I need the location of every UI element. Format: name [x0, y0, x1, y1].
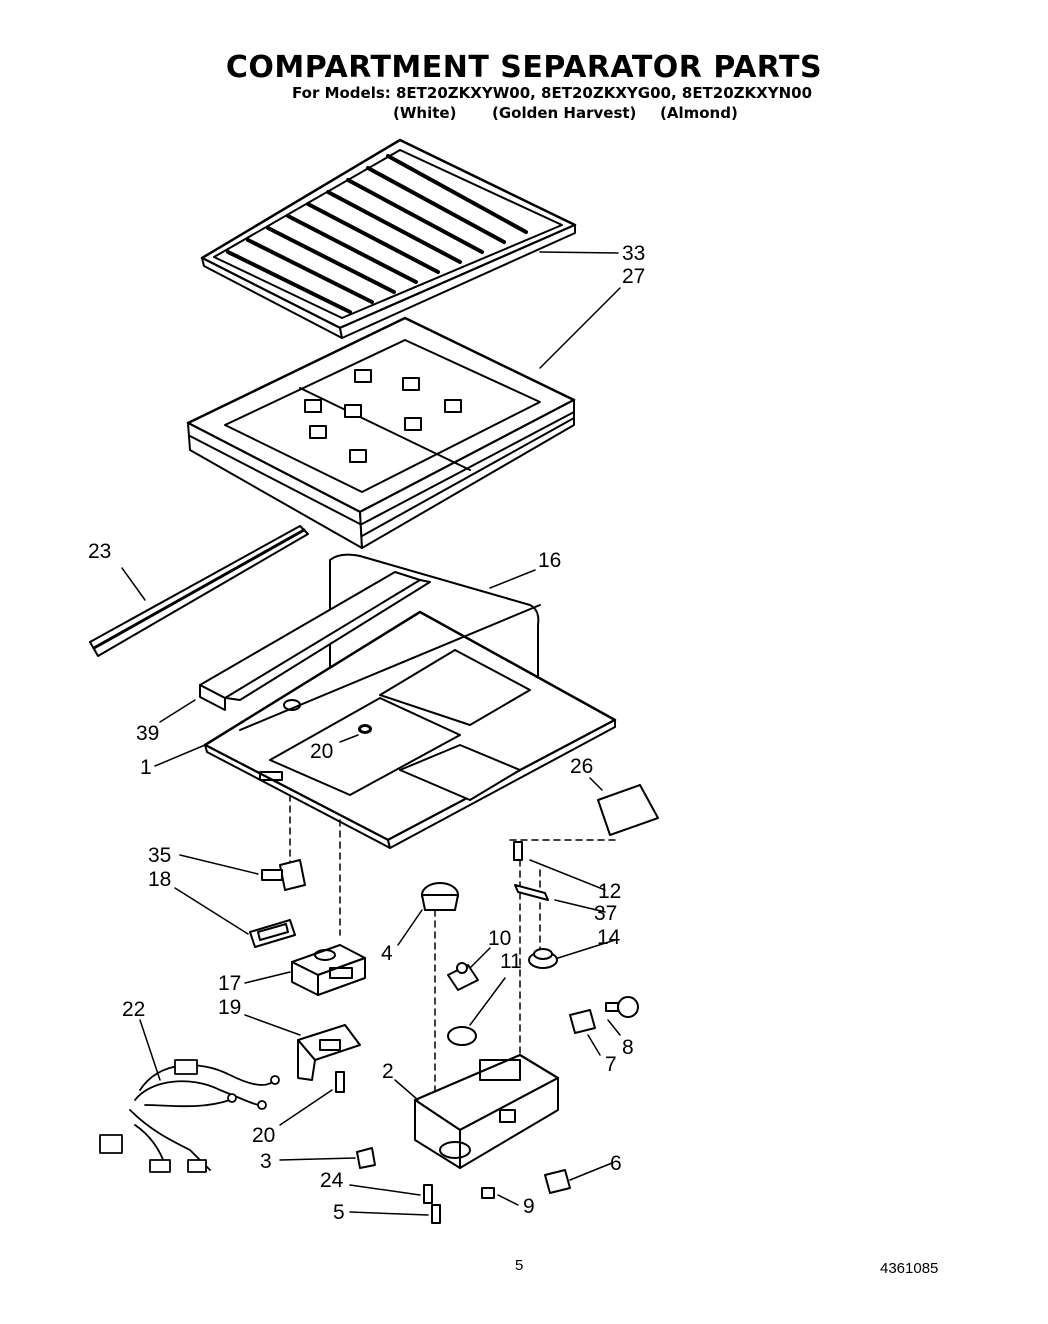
part-17-control-housing	[291, 944, 366, 996]
label-2: 2	[382, 1060, 394, 1083]
models-line: For Models: 8ET20ZKXYW00, 8ET20ZKXYG00, …	[292, 84, 813, 102]
label-16: 16	[538, 549, 561, 572]
part-12-screw	[513, 841, 523, 861]
part-7-lamp-holder	[569, 1009, 596, 1034]
label-24: 24	[320, 1169, 344, 1192]
part-1-separator-cover	[203, 574, 617, 849]
label-6: 6	[610, 1152, 622, 1175]
page-header: COMPARTMENT SEPARATOR PARTS For Models: …	[0, 0, 1048, 130]
label-18: 18	[148, 868, 171, 891]
part-5-screw	[431, 1204, 441, 1224]
label-8: 8	[622, 1036, 634, 1059]
leader-lines	[121, 251, 621, 1216]
label-37: 37	[594, 902, 617, 925]
page-number: 5	[515, 1257, 524, 1274]
part-6-connector	[544, 1169, 571, 1194]
part-23-trim-strip	[89, 525, 309, 657]
part-20-screw	[335, 725, 371, 1093]
part-4-damper	[421, 882, 459, 911]
part-8-bulb	[605, 996, 639, 1018]
label-35: 35	[148, 844, 171, 867]
part-24-screw	[423, 1184, 433, 1204]
label-33: 33	[622, 242, 645, 265]
label-20-lower: 20	[252, 1124, 275, 1147]
part-22-wire-harness	[99, 1059, 280, 1173]
color-white: (White)	[393, 104, 457, 122]
part-labels: 33 27 23 16 39 20 1 26 35 18 12 37 10 14…	[88, 242, 645, 1224]
label-12: 12	[598, 880, 621, 903]
label-5: 5	[333, 1201, 345, 1224]
label-26: 26	[570, 755, 593, 778]
part-35-knob	[261, 859, 306, 891]
label-11: 11	[500, 950, 522, 973]
part-19-bracket	[297, 1024, 361, 1081]
label-19: 19	[218, 996, 241, 1019]
part-33-shelf-grille	[200, 138, 577, 339]
part-3-clip	[356, 1147, 376, 1169]
part-2-housing	[413, 1053, 560, 1169]
label-39: 39	[136, 722, 159, 745]
part-18-bezel	[249, 919, 296, 948]
part-39-foam-block	[199, 571, 421, 711]
document-number: 4361085	[880, 1260, 939, 1277]
part-37-clip	[514, 884, 549, 901]
label-14: 14	[597, 926, 621, 949]
label-22: 22	[122, 998, 145, 1021]
color-golden-harvest: (Golden Harvest)	[492, 104, 637, 122]
label-23: 23	[88, 540, 111, 563]
label-27: 27	[622, 265, 645, 288]
color-almond: (Almond)	[660, 104, 738, 122]
label-10: 10	[488, 927, 511, 950]
label-9: 9	[523, 1195, 535, 1218]
label-7: 7	[605, 1053, 617, 1076]
page-title: COMPARTMENT SEPARATOR PARTS	[225, 50, 823, 85]
label-1: 1	[140, 756, 152, 779]
part-9-nut	[481, 1187, 495, 1199]
label-4: 4	[381, 942, 393, 965]
label-17: 17	[218, 972, 241, 995]
part-14-socket	[528, 948, 558, 969]
part-27-separator-frame	[186, 316, 576, 549]
part-26-tape	[597, 784, 659, 836]
label-20-upper: 20	[310, 740, 333, 763]
guide-lines	[289, 794, 621, 1101]
part-11-grommet	[447, 1026, 477, 1046]
part-10-switch	[447, 962, 479, 991]
label-3: 3	[260, 1150, 272, 1173]
